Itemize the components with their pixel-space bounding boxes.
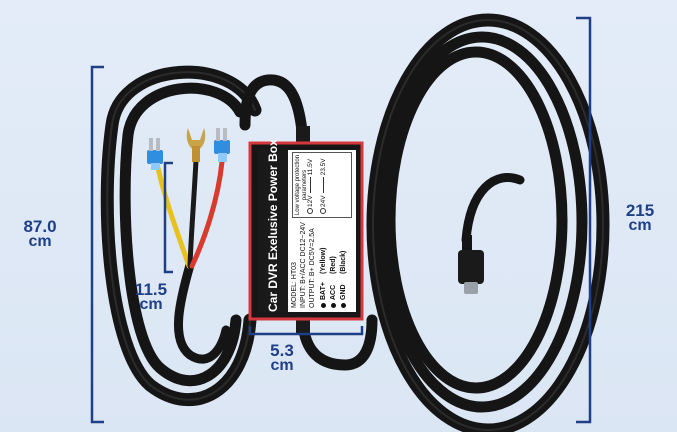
product-label: Car DVR Exelusive Power Box MODEL: HT03 … (258, 139, 356, 312)
dimension-brackets (90, 16, 592, 424)
right-cable-coil (366, 13, 610, 432)
dimension-right-length: 215 cm (625, 201, 655, 234)
label-model: MODEL: HT03 (291, 262, 298, 308)
label-title: Car DVR Exelusive Power Box (258, 139, 288, 312)
label-input: INPUT: B+/ACC DC12~24V (300, 222, 307, 308)
fuse-tap-right (214, 128, 230, 162)
dimension-tap-length: 11.5 cm (134, 280, 168, 313)
left-cable-coil (100, 65, 262, 407)
dimension-box-width: 5.3 cm (270, 341, 294, 374)
dimension-left-height: 87.0 cm (23, 217, 57, 250)
box-cables (239, 74, 378, 371)
wire-acc: ACC(Red) (329, 256, 338, 308)
protection-table: Low voltage protection parameters 12V11.… (292, 152, 352, 218)
usb-c-plug (458, 235, 484, 294)
wire-bat: BAT+(Yellow) (319, 248, 328, 308)
protection-row-12v: 12V11.5V (307, 159, 315, 214)
tap-harness (155, 157, 231, 364)
wire-gnd: GND(Black) (339, 251, 348, 308)
label-output: OUTPUT: B+ DC5V=2.5A (309, 228, 316, 308)
ring-terminal (186, 128, 206, 162)
fuse-tap-left (147, 138, 163, 170)
protection-row-24v: 24V23.5V (320, 158, 328, 214)
